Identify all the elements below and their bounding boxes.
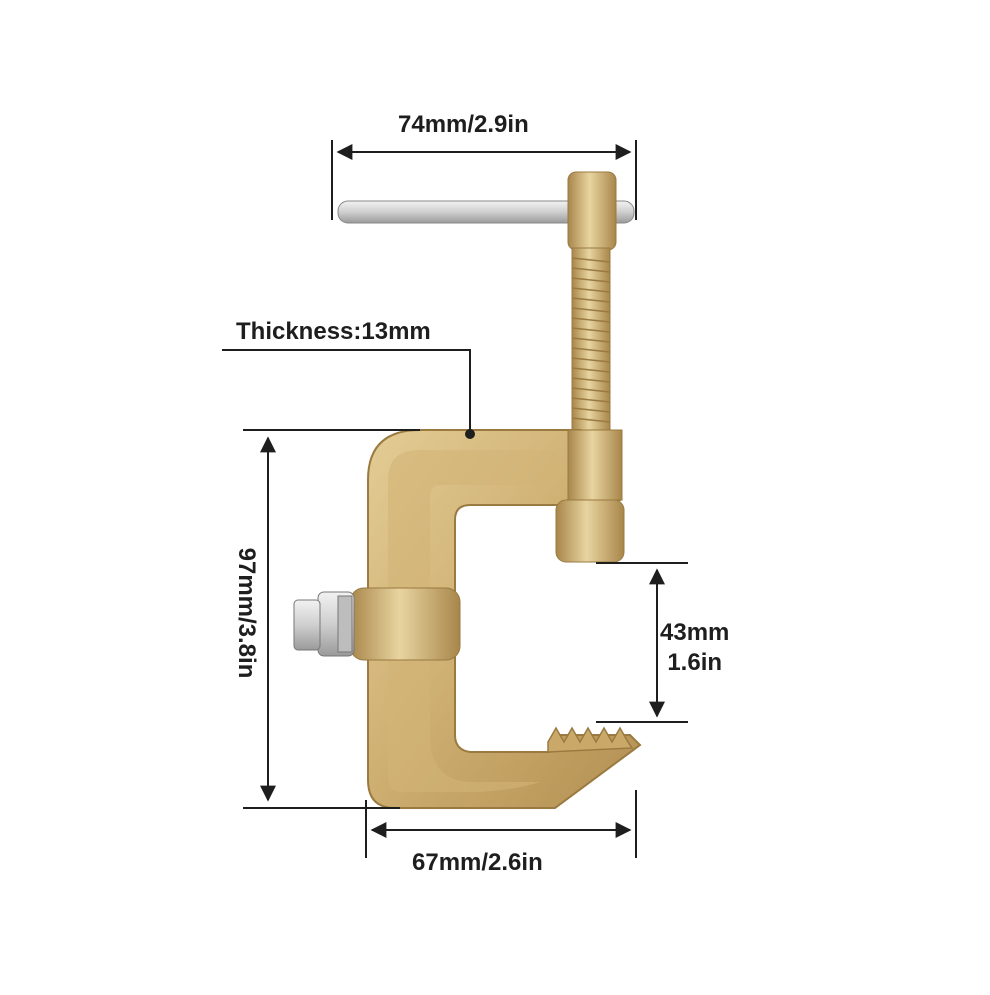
thickness-leader <box>222 349 471 430</box>
swivel-pad <box>555 499 625 563</box>
jaw-opening-in: 1.6in <box>667 649 723 676</box>
threaded-screw <box>571 247 611 439</box>
cable-boss <box>349 587 461 661</box>
base-width-label: 67mm/2.6in <box>412 849 543 876</box>
handle-sleeve <box>567 171 617 251</box>
jaw-teeth <box>547 726 634 753</box>
screw-collar <box>567 429 623 501</box>
jaw-opening-label: 43mm 1.6in <box>660 618 729 678</box>
thickness-point <box>465 429 475 439</box>
jaw-opening-mm: 43mm <box>660 619 730 646</box>
t-handle-rod <box>337 200 635 224</box>
handle-width-label: 74mm/2.9in <box>398 111 529 138</box>
terminal-bolt <box>293 591 355 657</box>
thickness-label: Thickness:13mm <box>236 318 431 345</box>
total-height-label: 97mm/3.8in <box>233 547 260 679</box>
